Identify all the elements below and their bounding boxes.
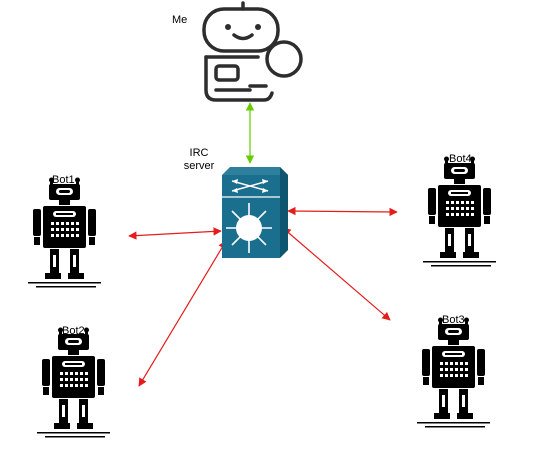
irc-server-label: IRC server <box>180 147 218 173</box>
edges-layer <box>128 102 398 387</box>
bot3-robot-icon <box>417 317 490 428</box>
chatbot-support-icon <box>202 1 303 102</box>
bot2-label: Bot2 <box>62 325 85 337</box>
irc-server-label-line1: IRC <box>189 147 209 159</box>
bot1-label: Bot1 <box>52 174 75 186</box>
edge-server-bot3 <box>282 227 391 321</box>
me-label: Me <box>172 14 188 26</box>
edge-server-bot2 <box>138 240 227 387</box>
bot4-robot-icon <box>423 156 496 267</box>
layer3-switch-icon <box>222 167 288 258</box>
bot2-robot-icon <box>37 327 110 438</box>
bot4-label: Bot4 <box>449 153 472 165</box>
edge-server-bot1 <box>128 227 222 240</box>
edge-server-bot4 <box>287 206 398 217</box>
bot3-label: Bot3 <box>442 314 465 326</box>
bot1-robot-icon <box>28 177 101 288</box>
irc-server-label-line2: server <box>183 160 215 172</box>
